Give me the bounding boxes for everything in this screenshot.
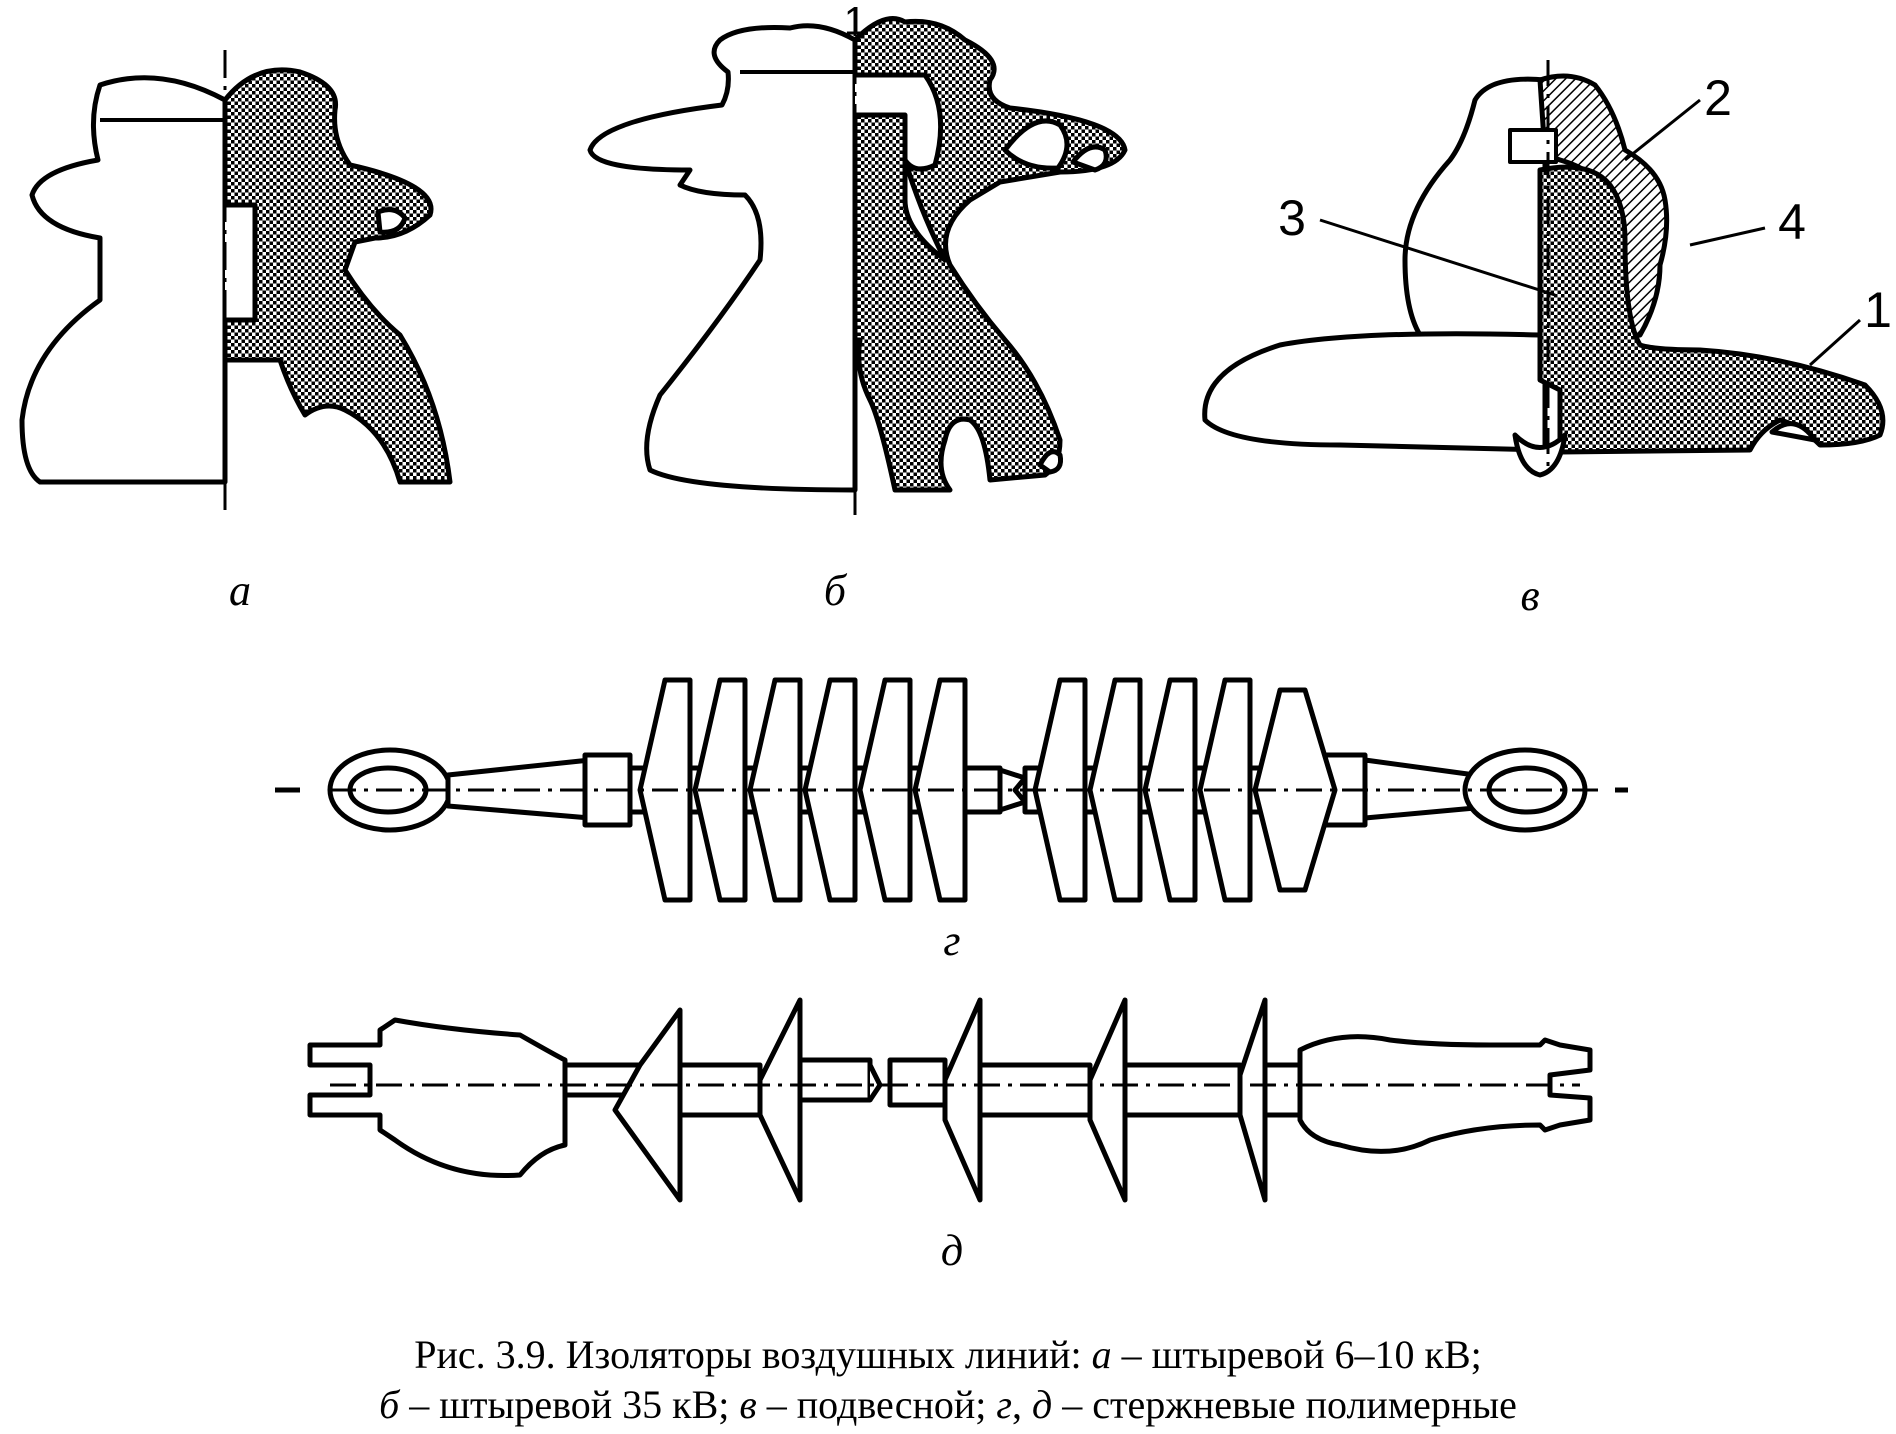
pin-insulator-35kv — [587, 8, 1128, 515]
label-d: д — [940, 1226, 964, 1275]
rod-insulator-d — [307, 997, 1593, 1203]
callout-3: 3 — [1278, 190, 1306, 246]
caption-line-2: б – штыревой 35 кВ; в – подвесной; г, д … — [379, 1382, 1517, 1427]
suspension-insulator — [1202, 60, 1886, 478]
pin-insulator-6-10kv — [19, 50, 453, 515]
callout-1: 1 — [1864, 282, 1892, 338]
callout-leaders — [1319, 98, 1862, 367]
label-b: б — [823, 566, 847, 615]
caption-line-1: Рис. 3.9. Изоляторы воздушных линий: а –… — [414, 1332, 1482, 1377]
label-v: в — [1520, 571, 1540, 620]
callout-1-top: 1 — [843, 0, 867, 44]
label-g: г — [943, 916, 961, 965]
label-a: а — [229, 566, 251, 615]
rod-insulator-g — [275, 677, 1628, 903]
figure-caption: Рис. 3.9. Изоляторы воздушных линий: а –… — [0, 1330, 1896, 1430]
callout-4: 4 — [1778, 194, 1806, 250]
callout-2: 2 — [1704, 70, 1732, 126]
